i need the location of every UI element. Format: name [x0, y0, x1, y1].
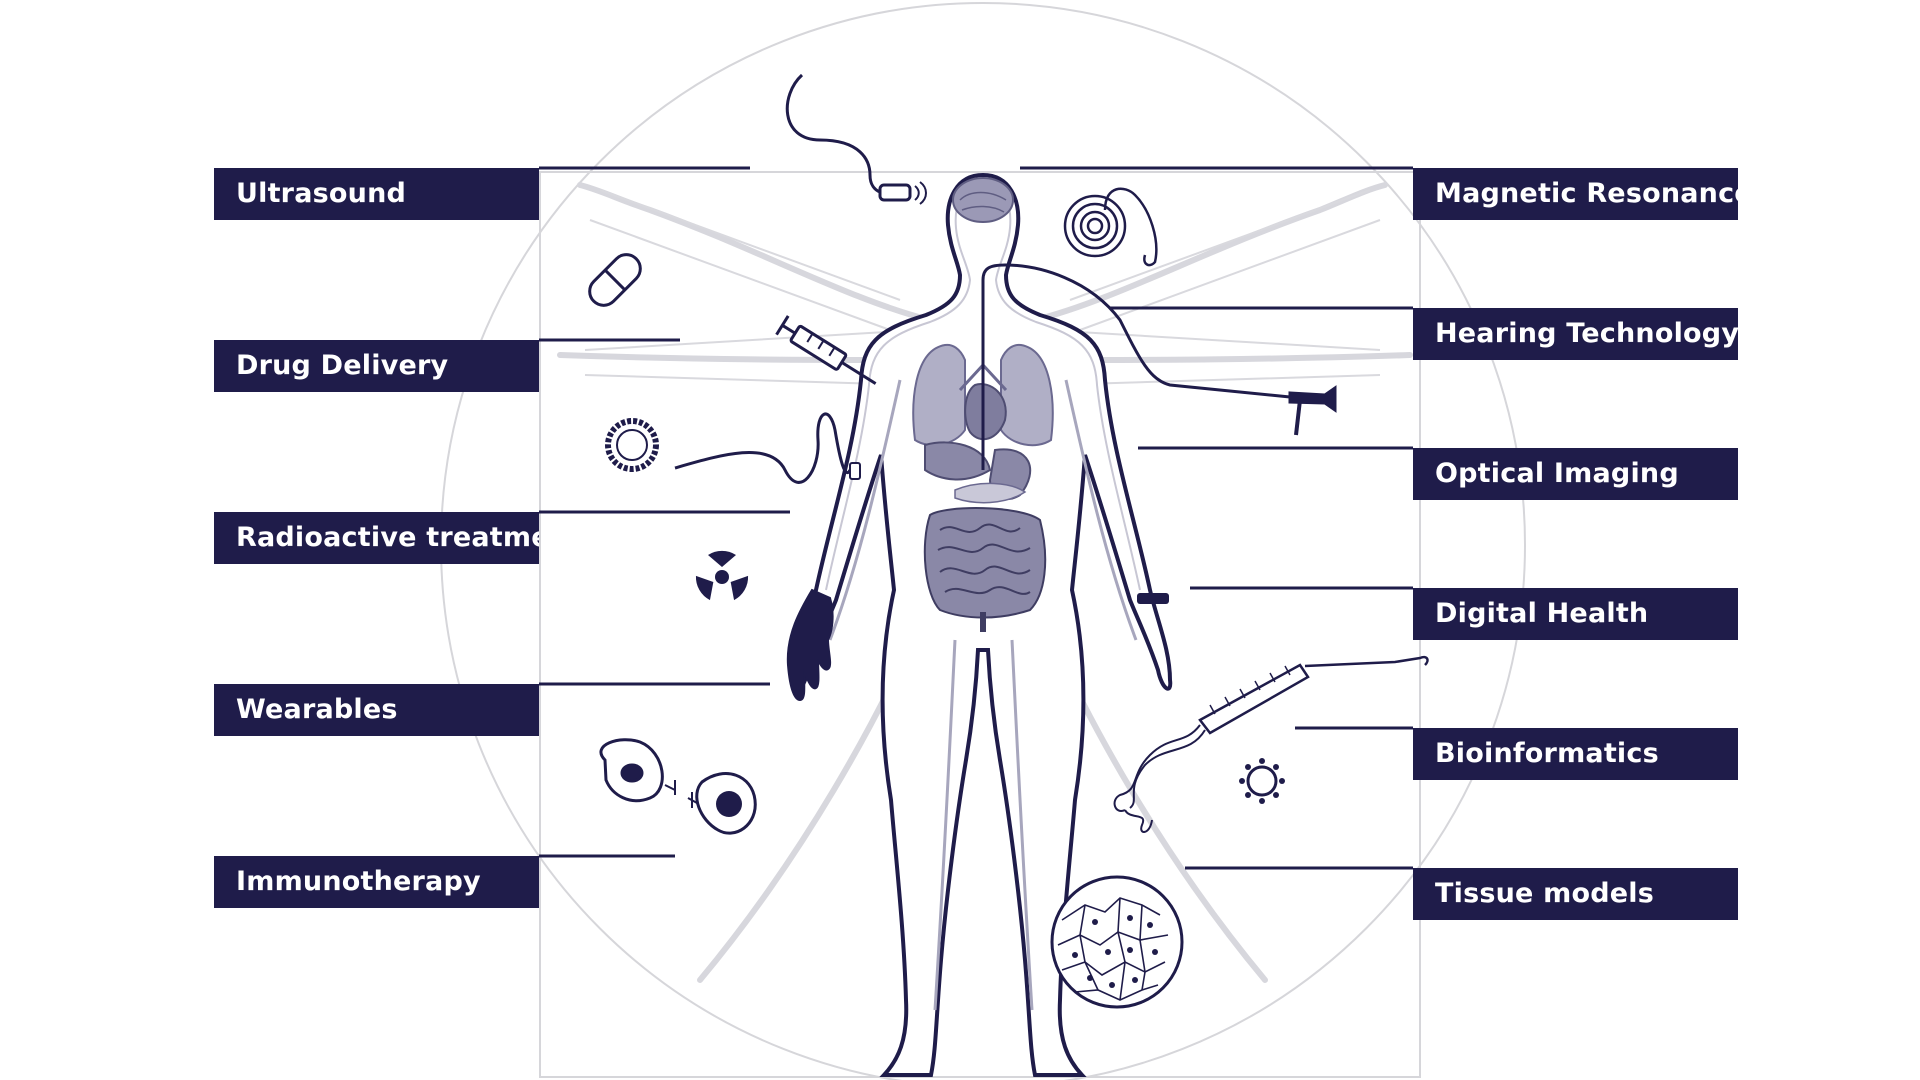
endoscope-inner-tube [981, 263, 1006, 470]
body-inner-outline [825, 184, 1141, 591]
label-optical-imaging: Optical Imaging [1413, 448, 1738, 500]
glove-icon [786, 588, 834, 702]
label-digital-health: Digital Health [1413, 588, 1738, 640]
smartwatch-icon [1137, 593, 1169, 604]
label-radioactive-treatment: Radioactive treatment [214, 512, 539, 564]
label-magnetic-resonance: Magnetic Resonance [1413, 168, 1738, 220]
dna-helix-icon [1113, 724, 1206, 833]
ultrasound-probe-icon [785, 73, 927, 205]
intestines [923, 507, 1047, 619]
label-ultrasound: Ultrasound [214, 168, 539, 220]
label-tissue-models: Tissue models [1413, 868, 1738, 920]
nanoparticle-icon [605, 418, 659, 472]
immune-cell-icon [599, 738, 757, 835]
label-drug-delivery: Drug Delivery [214, 340, 539, 392]
label-wearables: Wearables [214, 684, 539, 736]
right-lung [1000, 343, 1054, 447]
human-body [793, 172, 1173, 1077]
syringe-icon [775, 315, 877, 385]
label-immunotherapy: Immunotherapy [214, 856, 539, 908]
pill-icon [588, 253, 642, 307]
brain [952, 177, 1014, 223]
connector-lines [539, 166, 1413, 870]
pancreas [954, 482, 1027, 504]
label-bioinformatics: Bioinformatics [1413, 728, 1738, 780]
mri-coil-icon [1063, 187, 1158, 267]
iv-line [674, 412, 852, 484]
liver [924, 441, 992, 481]
heart [964, 383, 1007, 441]
label-hearing-technology: Hearing Technology [1413, 308, 1738, 360]
endoscope-icon [1004, 263, 1337, 436]
virus-icon [1239, 758, 1285, 804]
neural-probe-icon [1198, 655, 1429, 735]
tissue-cells-icon [1050, 875, 1184, 1009]
radiation-icon [695, 550, 749, 601]
